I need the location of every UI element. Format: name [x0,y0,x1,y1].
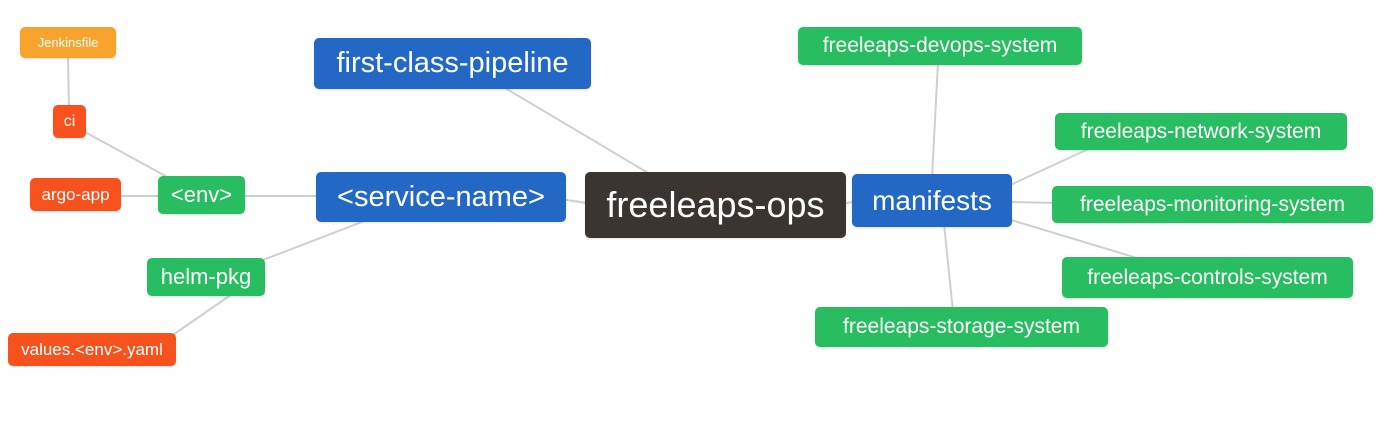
node-jenkinsfile[interactable]: Jenkinsfile [20,27,116,58]
edge-manifests-monitoring [1007,201,1059,204]
edge-manifests-controls [1007,218,1151,263]
node-helm-pkg[interactable]: helm-pkg [147,258,265,296]
node-network-system[interactable]: freeleaps-network-system [1055,113,1347,150]
node-manifests[interactable]: manifests [852,174,1012,227]
edge-manifests-network [1007,145,1096,187]
edge-service-name-helm-pkg [249,214,381,266]
node-argo-app[interactable]: argo-app [30,178,121,211]
edge-pipeline-ops [499,84,661,181]
node-storage-system[interactable]: freeleaps-storage-system [815,307,1108,347]
node-devops-system[interactable]: freeleaps-devops-system [798,27,1082,65]
edge-jenkinsfile-ci [67,54,70,111]
edge-manifests-devops [931,61,939,179]
node-service-name[interactable]: <service-name> [316,172,566,222]
edge-values-helm-pkg [169,291,236,338]
node-first-class-pipeline[interactable]: first-class-pipeline [314,38,591,89]
edge-manifests-storage [943,223,954,313]
node-env[interactable]: <env> [158,176,245,214]
node-ci[interactable]: ci [53,105,86,138]
node-monitoring-system[interactable]: freeleaps-monitoring-system [1052,186,1373,223]
node-controls-system[interactable]: freeleaps-controls-system [1062,257,1353,298]
node-values-env-yaml[interactable]: values.<env>.yaml [8,333,176,366]
node-freeleaps-ops-root[interactable]: freeleaps-ops [585,172,846,238]
